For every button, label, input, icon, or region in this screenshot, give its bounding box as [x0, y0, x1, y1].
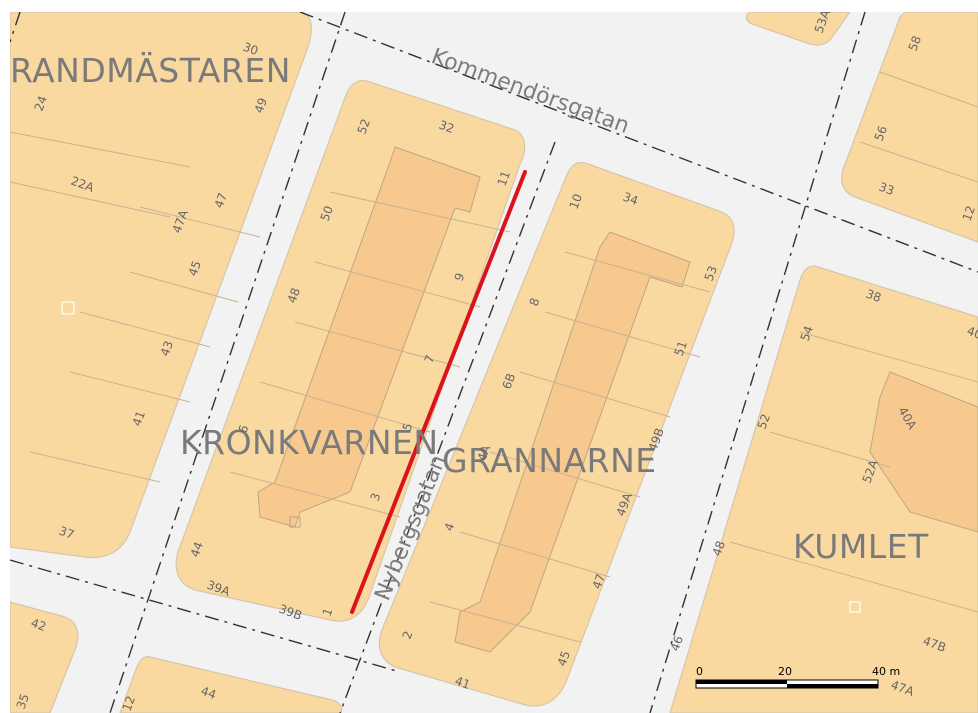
block-top-right[interactable] [841, 12, 978, 243]
address-number: 52 [755, 412, 773, 431]
address-number: 6B [500, 371, 519, 391]
address-number: 51 [672, 339, 690, 358]
address-number: 9 [452, 271, 468, 283]
block-bottom-left[interactable] [10, 601, 79, 713]
road-centerlines [10, 12, 978, 713]
address-number: 44 [188, 540, 206, 559]
scale-label-0: 0 [696, 665, 703, 678]
address-number: 42 [29, 616, 48, 634]
address-number: 54 [798, 324, 816, 343]
district-label-grannarne: GRANNARNE [442, 441, 657, 480]
address-number: 12 [960, 204, 978, 223]
block-brandmastaren[interactable] [10, 12, 312, 559]
address-number: 6 [236, 423, 252, 435]
district-label-kronkvarnen: KRONKVARNEN [180, 423, 439, 462]
address-number: 43 [158, 339, 176, 358]
address-number: 35 [14, 692, 32, 711]
district-label-brandmastaren: RANDMÄSTAREN [10, 51, 291, 90]
address-number: 48 [710, 539, 728, 558]
address-number: 11 [495, 169, 513, 188]
address-number: 10 [567, 192, 585, 211]
address-number: 7 [422, 353, 438, 365]
address-number: 33 [877, 180, 896, 198]
marker-square [289, 516, 301, 528]
lot-lines [10, 71, 978, 643]
address-number: 50 [318, 204, 336, 223]
address-number: 49 [252, 96, 270, 115]
address-number: 34 [621, 190, 640, 208]
block-top-small[interactable] [745, 12, 851, 46]
address-number: 41 [130, 409, 148, 428]
address-number: 12 [120, 694, 138, 713]
address-number: 46 [668, 634, 686, 653]
address-number: 5 [400, 421, 416, 433]
map-canvas[interactable]: RANDMÄSTAREN KRONKVARNEN GRANNARNE KUMLE… [10, 12, 978, 713]
address-number: 47 [212, 191, 230, 210]
highlighted-street-segment[interactable] [350, 170, 527, 614]
block-bottom-center[interactable] [119, 656, 343, 713]
marker-square [61, 301, 75, 315]
scale-label-40: 40 m [872, 665, 900, 678]
address-number: 52 [355, 117, 373, 136]
address-number: 45 [186, 259, 204, 278]
address-number: 4A [475, 443, 494, 463]
address-number: 1 [320, 606, 336, 618]
scale-label-20: 20 [778, 665, 792, 678]
district-label-kumlet: KUMLET [793, 527, 929, 566]
address-number: 24 [32, 94, 50, 113]
address-number: 58 [906, 34, 924, 53]
building-kumlet-core [869, 371, 978, 533]
building-grannarne-core [454, 231, 691, 653]
scale-bar: 0 20 40 m [695, 665, 900, 689]
address-number: 2 [400, 629, 416, 641]
address-number: 40 [965, 324, 978, 342]
address-number: 48 [285, 286, 303, 305]
address-number: 45 [555, 649, 573, 668]
address-number: 44 [199, 684, 218, 702]
address-number: 53 [702, 264, 720, 283]
address-number: 38 [864, 287, 883, 305]
address-number: 30 [241, 40, 260, 58]
address-number: 47 [590, 572, 608, 591]
address-number: 4 [442, 521, 458, 533]
address-number: 37 [57, 524, 76, 542]
address-number: 32 [437, 118, 456, 136]
address-number: 56 [872, 124, 890, 143]
building-kronkvarnen-core [257, 146, 481, 528]
map-viewport[interactable]: RANDMÄSTAREN KRONKVARNEN GRANNARNE KUMLE… [10, 12, 978, 713]
address-number: 3 [368, 491, 384, 503]
address-number: 41 [453, 674, 472, 692]
address-number: 8 [527, 296, 543, 308]
marker-square [849, 601, 861, 613]
